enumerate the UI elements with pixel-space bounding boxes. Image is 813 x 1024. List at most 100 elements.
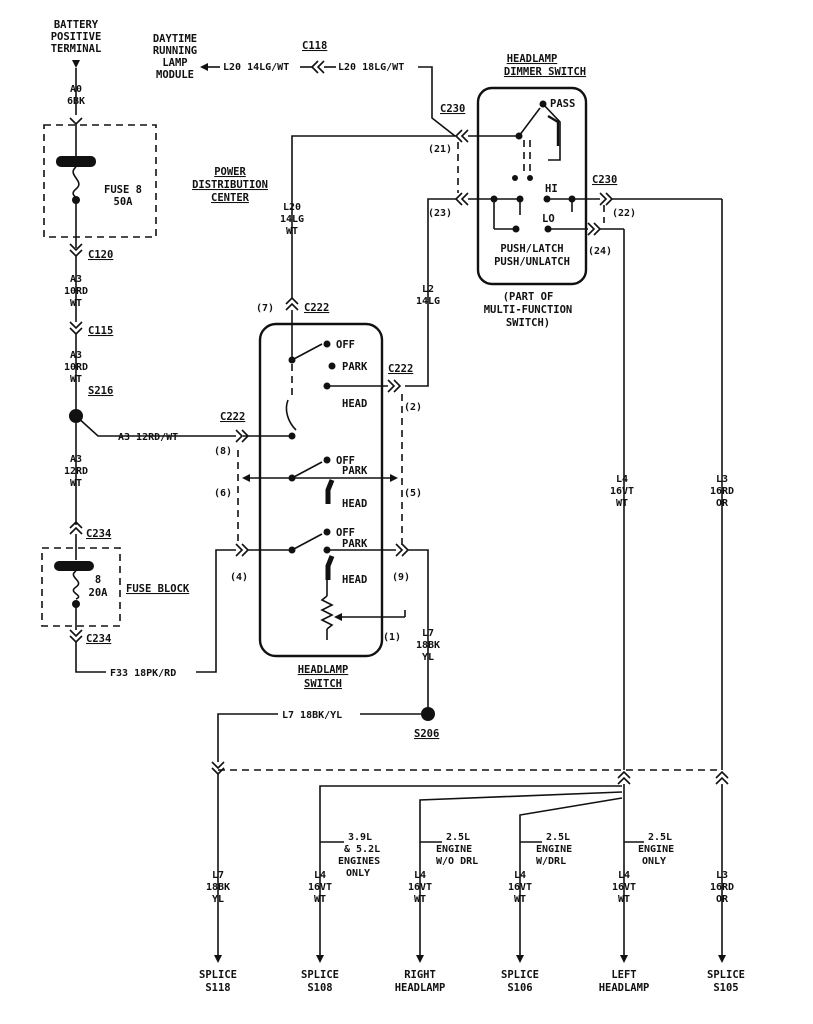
wire-f33-label: F33 18PK/RD xyxy=(110,668,176,679)
multifunction-label: (PART OF MULTI-FUNCTION SWITCH) xyxy=(484,291,573,329)
destination-left-headlamp: LEFT HEADLAMP xyxy=(599,969,650,994)
svg-text:16RD: 16RD xyxy=(710,882,734,893)
fuse-block-link-icon xyxy=(72,570,80,600)
svg-text:ENGINE: ENGINE xyxy=(638,844,674,855)
svg-text:CENTER: CENTER xyxy=(211,192,250,204)
svg-text:L4: L4 xyxy=(618,870,630,881)
wire-l20-vert-label: L20 14LG WT xyxy=(280,202,304,237)
splice-s206-label: S206 xyxy=(414,728,439,740)
wire-a3-label-3: A3 12RD WT xyxy=(64,454,88,489)
svg-text:12RD: 12RD xyxy=(64,466,88,477)
wire-l2-vert-label: L2 14LG xyxy=(416,284,440,307)
dimmer-switch-box xyxy=(476,86,588,286)
dimmer-lo-label: LO xyxy=(542,213,555,225)
svg-text:& 5.2L: & 5.2L xyxy=(344,844,380,855)
svg-text:A3: A3 xyxy=(70,350,82,361)
fuse-block-fuse-label: 8 20A xyxy=(89,574,109,599)
svg-text:WT: WT xyxy=(616,498,628,509)
svg-text:L3: L3 xyxy=(716,870,728,881)
svg-text:S118: S118 xyxy=(205,982,230,994)
svg-text:3.9L: 3.9L xyxy=(348,832,372,843)
switch1-park-label: PARK xyxy=(342,361,368,373)
switch3-head-label: HEAD xyxy=(342,574,367,586)
pin-1: (1) xyxy=(383,632,401,643)
svg-text:SPLICE: SPLICE xyxy=(301,969,339,981)
svg-text:16VT: 16VT xyxy=(308,882,332,893)
svg-text:L4: L4 xyxy=(616,474,628,485)
svg-text:WT: WT xyxy=(618,894,630,905)
rheostat-icon xyxy=(320,595,334,630)
pin-5: (5) xyxy=(404,488,422,499)
note-2-5-wo-drl: 2.5L ENGINE W/O DRL xyxy=(420,832,478,867)
switch2-park-label: PARK xyxy=(342,465,368,477)
destination-splice-s108: SPLICE S108 xyxy=(301,969,339,994)
dimmer-hi-label: HI xyxy=(545,183,558,195)
destination-splice-s106: SPLICE S106 xyxy=(501,969,539,994)
pin-21: (21) xyxy=(428,144,452,155)
pin-4: (4) xyxy=(230,572,248,583)
drl-module-arrow-icon xyxy=(200,63,208,71)
dimmer-switch-label: HEADLAMP DIMMER SWITCH xyxy=(504,53,586,78)
destination-splice-s105: SPLICE S105 xyxy=(707,969,745,994)
splice-s216-label: S216 xyxy=(88,385,113,397)
switch1-head-label: HEAD xyxy=(342,398,367,410)
svg-text:WT: WT xyxy=(514,894,526,905)
destination-splice-s118: SPLICE S118 xyxy=(199,969,237,994)
svg-text:ONLY: ONLY xyxy=(346,868,370,879)
svg-text:L7: L7 xyxy=(422,628,434,639)
svg-text:A3: A3 xyxy=(70,274,82,285)
switch1-off-label: OFF xyxy=(336,339,355,351)
connector-c230-left: C230 xyxy=(440,103,465,115)
fuse-block-box xyxy=(41,547,121,627)
svg-text:A0: A0 xyxy=(70,84,82,95)
power-distribution-center-label: POWER DISTRIBUTION CENTER xyxy=(192,166,268,204)
svg-text:BATTERY: BATTERY xyxy=(54,19,99,31)
svg-text:SWITCH: SWITCH xyxy=(304,678,342,690)
svg-text:16VT: 16VT xyxy=(612,882,636,893)
switch2-head-label: HEAD xyxy=(342,498,367,510)
svg-text:WT: WT xyxy=(314,894,326,905)
svg-text:SWITCH): SWITCH) xyxy=(506,317,550,329)
svg-text:16VT: 16VT xyxy=(508,882,532,893)
svg-text:16VT: 16VT xyxy=(408,882,432,893)
svg-text:PUSH/LATCH: PUSH/LATCH xyxy=(500,243,563,255)
svg-text:L4: L4 xyxy=(414,870,426,881)
svg-text:LAMP: LAMP xyxy=(162,57,187,69)
branch-1-label: L7 18BK YL xyxy=(206,870,230,905)
wire-l20-module-label: L20 14LG/WT xyxy=(223,62,289,73)
pin-9: (9) xyxy=(392,572,410,583)
svg-text:(PART OF: (PART OF xyxy=(503,291,554,303)
svg-text:WT: WT xyxy=(70,478,82,489)
svg-text:HEADLAMP: HEADLAMP xyxy=(298,664,349,676)
svg-text:L7: L7 xyxy=(212,870,224,881)
svg-text:10RD: 10RD xyxy=(64,362,88,373)
switch2-off-label: OFF xyxy=(336,455,355,467)
connector-c118: C118 xyxy=(302,40,327,52)
connector-c234-bottom: C234 xyxy=(86,633,111,645)
connector-c234-top: C234 xyxy=(86,528,111,540)
svg-text:S106: S106 xyxy=(507,982,532,994)
svg-text:50A: 50A xyxy=(114,196,134,208)
svg-text:OR: OR xyxy=(716,498,729,509)
dimmer-pass-label: PASS xyxy=(550,98,575,110)
fuse-8-label: FUSE 8 50A xyxy=(104,184,142,208)
svg-text:2.5L: 2.5L xyxy=(446,832,470,843)
svg-text:DAYTIME: DAYTIME xyxy=(153,33,197,45)
destination-right-headlamp: RIGHT HEADLAMP xyxy=(395,969,446,994)
svg-text:DISTRIBUTION: DISTRIBUTION xyxy=(192,179,268,191)
fuse-8-element xyxy=(56,156,96,167)
wire-l7-horiz-label: L7 18BK/YL xyxy=(282,710,342,721)
svg-text:DIMMER SWITCH: DIMMER SWITCH xyxy=(504,66,586,78)
drl-module-label: DAYTIME RUNNING LAMP MODULE xyxy=(153,33,197,81)
svg-text:YL: YL xyxy=(212,894,224,905)
pin-23: (23) xyxy=(428,208,452,219)
dimmer-push-latch-label: PUSH/LATCH PUSH/UNLATCH xyxy=(494,243,570,268)
svg-text:16RD: 16RD xyxy=(710,486,734,497)
wire-l3-vert-label: L3 16RD OR xyxy=(710,474,734,509)
svg-text:HEADLAMP: HEADLAMP xyxy=(599,982,650,994)
splice-s206 xyxy=(421,707,435,721)
svg-text:YL: YL xyxy=(422,652,434,663)
pin-24: (24) xyxy=(588,246,612,257)
fuse-block-fuse-element xyxy=(54,561,94,571)
battery-label: BATTERY POSITIVE TERMINAL xyxy=(51,19,102,55)
